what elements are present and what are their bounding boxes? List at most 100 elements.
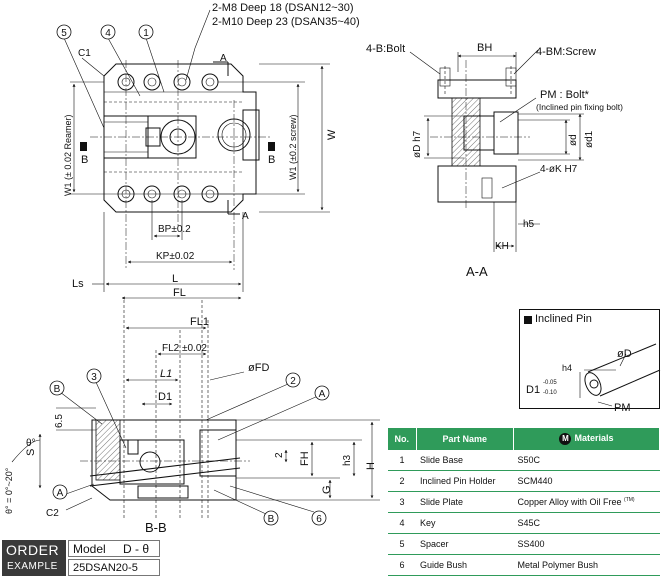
- top-bolt-holes: [117, 73, 219, 203]
- h5-dimension: h5: [523, 219, 535, 230]
- bubble-6: 6: [316, 514, 322, 525]
- section-a-label-top: A: [220, 53, 227, 64]
- bubble-a-right: A: [319, 389, 326, 400]
- s-dimension: S: [25, 449, 37, 456]
- row-part: Spacer: [416, 533, 514, 555]
- pin-detail-drawing: [579, 343, 661, 407]
- detail-marker-icon: [524, 316, 532, 324]
- example-label: EXAMPLE: [7, 561, 58, 572]
- screw-callout: 4-BM:Screw: [536, 46, 596, 58]
- table-row: 5 Spacer SS400: [388, 533, 660, 555]
- table-row: 1 Slide Base S50C: [388, 450, 660, 471]
- bubble-5: 5: [61, 28, 67, 39]
- trademark-mark: (TM): [624, 497, 635, 503]
- h-dimension: H: [365, 462, 377, 470]
- row-part: Key: [416, 512, 514, 534]
- fl1-dimension: FL1: [190, 316, 209, 328]
- row-part: Guide Bush: [416, 554, 514, 576]
- phi-d1-dimension: ød1: [584, 130, 595, 148]
- d1-dimension: D1: [158, 391, 172, 403]
- row-no: 5: [388, 533, 416, 555]
- bubble-2: 2: [290, 376, 296, 387]
- bubble-a-left: A: [57, 488, 64, 499]
- inclined-pin-title: Inclined Pin: [535, 313, 592, 325]
- row-material: Copper Alloy with Oil Free: [517, 497, 622, 507]
- c2-label: C2: [46, 508, 59, 519]
- order-example: ORDER EXAMPLE Model D - θ 25DSAN20-5: [2, 540, 160, 576]
- model-label: Model: [73, 542, 106, 556]
- pin-detail-tol-upper: -0.05: [543, 380, 557, 386]
- fd-dimension: øFD: [248, 362, 269, 374]
- section-aa: [409, 49, 584, 252]
- example-code: 25DSAN20-5: [73, 562, 138, 574]
- top-view: [63, 9, 330, 300]
- bh-dimension: BH: [477, 42, 492, 54]
- bubble-1: 1: [143, 28, 149, 39]
- order-label: ORDER: [6, 542, 60, 558]
- header-materials-label: Materials: [574, 433, 614, 443]
- thread-callout-2: 2-M10 Deep 23 (DSAN35~40): [212, 16, 360, 28]
- fl-dimension: FL: [173, 287, 186, 299]
- order-example-row: 25DSAN20-5: [68, 559, 160, 576]
- row-part: Inclined Pin Holder: [416, 470, 514, 492]
- materials-m-icon: M: [559, 433, 572, 445]
- row-no: 2: [388, 470, 416, 492]
- pin-detail-d: øD: [617, 348, 632, 360]
- order-example-label: ORDER EXAMPLE: [2, 540, 66, 576]
- row-no: 1: [388, 450, 416, 471]
- l1-dimension: L1: [160, 368, 172, 380]
- section-bb: [11, 300, 380, 520]
- header-part-name: Part Name: [416, 428, 514, 450]
- row-material: SCM440: [513, 470, 660, 492]
- h3-dimension: h3: [342, 454, 353, 466]
- pm-bolt-callout: PM : Bolt*: [540, 89, 590, 101]
- six-five-dimension: 6.5: [54, 414, 65, 428]
- row-material: Metal Polymer Bush: [513, 554, 660, 576]
- inclined-pin-detail: Inclined Pin: [519, 309, 660, 409]
- pm-bolt-note: (Inclined pin fixing bolt): [536, 102, 623, 112]
- g-dimension: G: [321, 485, 333, 494]
- row-no: 6: [388, 554, 416, 576]
- bubble-4: 4: [105, 28, 111, 39]
- phi-d-dimension: ød: [568, 134, 579, 146]
- bubble-b-left: B: [54, 384, 61, 395]
- section-b-label-right: B: [268, 154, 275, 166]
- header-no: No.: [388, 428, 417, 450]
- row-material: S50C: [513, 450, 660, 471]
- phi-dh7-dimension: øD h7: [412, 130, 423, 158]
- model-code: D - θ: [123, 542, 150, 556]
- row-part: Slide Plate: [416, 491, 514, 513]
- l-dimension: L: [172, 273, 178, 285]
- row-part: Slide Base: [416, 450, 514, 471]
- section-b-label-left: B: [81, 154, 88, 166]
- kp-dimension: KP±0.02: [156, 251, 195, 262]
- pin-detail-tol-lower: -0.10: [543, 390, 557, 396]
- w1-screw-dimension: W1 (±0.2 screw): [288, 115, 298, 180]
- bubble-b-right: B: [268, 514, 275, 525]
- section-a-label-bottom: A: [242, 211, 249, 222]
- row-material: S45C: [513, 512, 660, 534]
- fh-dimension: FH: [299, 451, 311, 466]
- bp-dimension: BP±0.2: [158, 224, 191, 235]
- table-row: 3 Slide Plate Copper Alloy with Oil Free…: [388, 491, 660, 513]
- top-view-bubbles: 5 4 1: [56, 24, 154, 40]
- table-row: 6 Guide Bush Metal Polymer Bush: [388, 554, 660, 576]
- section-bb-title: B-B: [145, 520, 167, 535]
- c1-label: C1: [78, 48, 91, 59]
- order-model-row: Model D - θ: [68, 540, 160, 557]
- row-no: 4: [388, 512, 416, 534]
- bolt-callout: 4-B:Bolt: [366, 43, 405, 55]
- row-no: 3: [388, 491, 416, 513]
- theta-label: θ°: [26, 438, 36, 449]
- w1-reamer-dimension: W1 (± 0.02 Reamer): [63, 115, 73, 196]
- table-row: 4 Key S45C: [388, 512, 660, 534]
- pin-detail-h4: h4: [562, 363, 572, 373]
- k-callout: 4-øK H7: [540, 164, 578, 175]
- two-dimension: 2: [274, 452, 285, 458]
- section-aa-title: A-A: [466, 264, 488, 279]
- pin-detail-d1: D1: [526, 384, 540, 396]
